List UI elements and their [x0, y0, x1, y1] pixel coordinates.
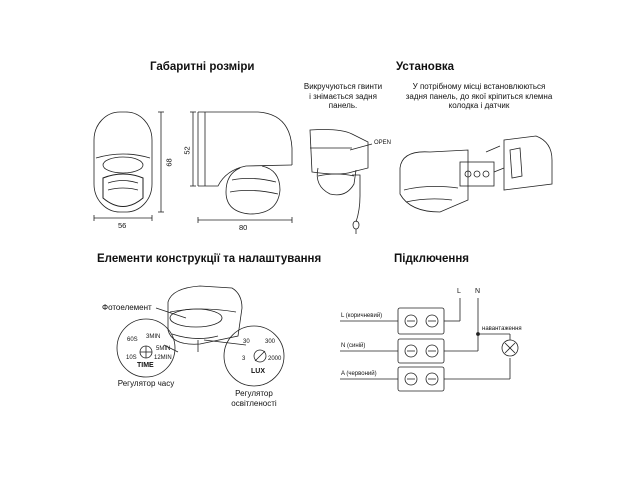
sensor-front-view: [93, 111, 164, 221]
time-tick-5min: 5MIN: [156, 346, 171, 352]
wire-brown-label: L (коричневий): [341, 313, 383, 319]
time-tick-3min: 3MIN: [146, 334, 161, 340]
photo-element-label: Фотоелемент: [102, 303, 152, 312]
time-regulator-caption: Регулятор часу: [117, 379, 175, 388]
lux-tick-30: 30: [243, 339, 250, 345]
heading-installation: Установка: [396, 61, 455, 73]
sensor-elements-drawing: [116, 285, 285, 387]
wiring-diagram: [340, 298, 519, 392]
lux-regulator-caption: Регулятор освітленості: [231, 389, 277, 408]
time-tick-10s: 10S: [126, 355, 137, 361]
time-dial-label: TIME: [137, 362, 154, 369]
install-step2-caption: У потрібному місці встановлюються задня …: [405, 82, 553, 110]
wire-red-label: A (червоний): [341, 371, 377, 377]
heading-connection: Підключення: [394, 253, 470, 265]
heading-elements: Елементи конструкції та налаштування: [97, 253, 322, 265]
install-step1-caption: Викручуються гвинти і знімається задня п…: [303, 82, 383, 110]
lux-tick-3: 3: [242, 356, 246, 362]
dim-width-front: 56: [118, 221, 127, 230]
lux-tick-2000: 2000: [268, 356, 282, 362]
dim-height-front: 68: [164, 158, 174, 167]
dim-depth-side: 80: [239, 223, 248, 232]
lux-tick-300: 300: [265, 339, 276, 345]
lux-dial-label: LUX: [251, 368, 265, 375]
supply-L-label: L: [457, 288, 461, 295]
time-tick-60s: 60S: [127, 337, 138, 343]
install-step2-drawing: [399, 135, 553, 213]
heading-dimensions: Габаритні розміри: [150, 61, 255, 73]
sensor-side-view: [190, 111, 293, 223]
time-tick-12min: 12MIN: [154, 355, 172, 361]
install-step1-drawing: [309, 129, 373, 234]
open-label: OPEN: [374, 140, 392, 146]
supply-N-label: N: [475, 288, 481, 295]
dim-height-side: 52: [182, 146, 192, 155]
wire-blue-label: N (синій): [341, 343, 366, 349]
load-label: навантаження: [482, 326, 522, 332]
